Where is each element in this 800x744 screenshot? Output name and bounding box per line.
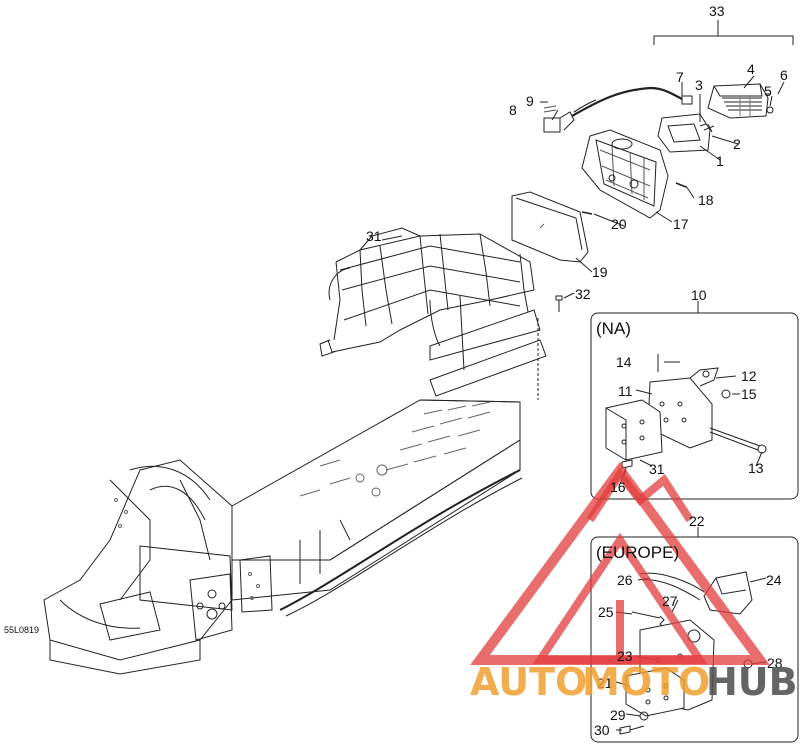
callout-label: 16 (610, 479, 626, 495)
callout-label: 23 (617, 648, 633, 664)
europe-box (590, 527, 799, 743)
callout-label: 12 (741, 368, 757, 384)
na-box-title: (NA) (596, 319, 631, 338)
watermark-text-moto: MOTO (582, 660, 711, 704)
watermark-text-auto: AUTO (470, 660, 588, 704)
callout-label: 29 (610, 707, 626, 723)
rear-rack (319, 227, 547, 397)
callout-label: 32 (575, 286, 591, 302)
callout-label: 27 (662, 593, 678, 609)
watermark-logo-graphic (470, 461, 770, 665)
light-lens-rear (511, 191, 589, 263)
europe-box-title: (EUROPE) (596, 543, 680, 562)
callout-label: 21 (597, 675, 613, 691)
callout-label: 26 (617, 572, 633, 588)
callout-label: 9 (526, 93, 534, 109)
callout-label: 10 (691, 287, 707, 303)
callout-label: 1 (716, 153, 724, 169)
fasteners-top (581, 93, 774, 215)
callout-label: 33 (709, 3, 725, 19)
callout-label: 5 (764, 83, 772, 99)
callout-label: 2 (733, 136, 741, 152)
callout-label: 22 (689, 513, 705, 529)
callout-label: 19 (592, 264, 608, 280)
na-box (590, 301, 799, 500)
callout-label: 31 (366, 228, 382, 244)
callout-label: 28 (767, 655, 783, 671)
callout-label: 7 (676, 69, 684, 85)
watermark-text-hub: HUB (706, 660, 798, 704)
callout-label: 13 (748, 460, 764, 476)
tail-light-lens (707, 83, 769, 119)
callout-label: 14 (616, 354, 632, 370)
chassis-frame (43, 399, 523, 675)
callout-label: 25 (598, 604, 614, 620)
callout-label: 11 (618, 383, 633, 399)
callout-label: 17 (673, 216, 689, 232)
callout-label: 3 (695, 77, 703, 93)
callout-label: 18 (698, 192, 714, 208)
tail-light-base (657, 113, 711, 153)
callout-label: 8 (509, 102, 517, 118)
callout-label: 6 (780, 67, 788, 83)
drawing-code: 55L0819 (4, 625, 40, 635)
callout-label: 30 (594, 722, 610, 738)
group-bracket-33 (653, 20, 794, 45)
light-housing (581, 129, 669, 219)
wire-harness (543, 86, 693, 133)
callout-label: 4 (747, 61, 755, 77)
callout-label: 24 (766, 572, 782, 588)
bolt-32 (555, 295, 563, 312)
callout-label: 15 (741, 386, 757, 402)
callout-label: 31 (649, 461, 665, 477)
callout-label: 20 (611, 216, 627, 232)
